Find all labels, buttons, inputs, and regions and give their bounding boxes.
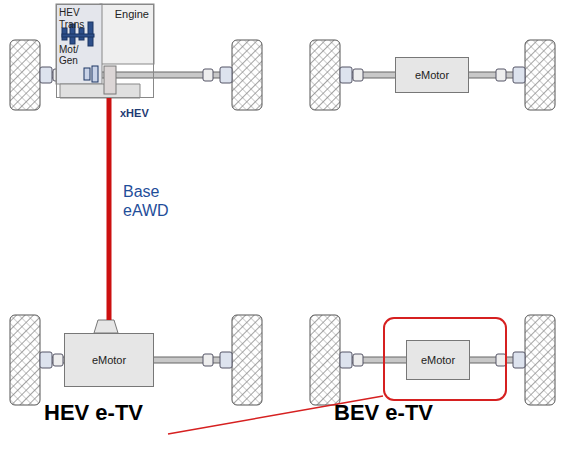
concept-title: HEV e-TV: [44, 400, 143, 426]
tire: [232, 315, 262, 405]
cv-joint: [53, 354, 63, 366]
node-text: Mot/ Gen: [59, 45, 87, 66]
wheel-hub: [40, 352, 52, 368]
drive-label: Base eAWD: [123, 182, 171, 220]
tire-tread: [232, 315, 262, 405]
motor-box: eMotor: [64, 333, 154, 387]
tire-tread: [525, 40, 555, 110]
node-text: eMotor: [92, 354, 126, 367]
sub-unit: Mot/ Gen: [59, 45, 87, 71]
rear-drive-units: [94, 320, 118, 333]
node-text: eMotor: [415, 69, 449, 82]
tire: [310, 40, 340, 110]
tire-tread: [10, 315, 40, 405]
tire-tread: [10, 40, 40, 110]
wheel-hub: [40, 67, 52, 83]
node-text: HEV Trans: [59, 7, 103, 30]
drive-shaft: [107, 98, 112, 320]
system-tag: xHEV: [120, 107, 149, 120]
engine-housing: [56, 4, 154, 98]
tire: [232, 40, 262, 110]
node-text: eMotor: [421, 354, 455, 367]
wheel-hub: [220, 67, 232, 83]
engine-housing-box: EngineHEV TransMot/ Gen: [56, 4, 154, 98]
motor-box: eMotor: [406, 340, 470, 380]
wheel-set: [10, 40, 555, 405]
cv-joint: [203, 69, 213, 81]
wheel-hub: [340, 352, 352, 368]
tire-tread: [525, 315, 555, 405]
cv-joint: [203, 354, 213, 366]
tire-tread: [232, 40, 262, 110]
motor-box: eMotor: [395, 57, 469, 93]
wheel-hub: [340, 67, 352, 83]
wheel-hub: [513, 352, 525, 368]
highlight-frame: [384, 318, 506, 400]
tire: [525, 315, 555, 405]
tire: [10, 315, 40, 405]
cv-joint: [353, 354, 363, 366]
wheel-hub: [513, 67, 525, 83]
cv-joint: [496, 354, 506, 366]
tire: [10, 40, 40, 110]
sub-unit: HEV Trans: [59, 7, 103, 23]
tire: [525, 40, 555, 110]
cv-joint: [353, 69, 363, 81]
cv-joint: [496, 69, 506, 81]
concept-title: BEV e-TV: [334, 400, 433, 426]
tire-tread: [310, 40, 340, 110]
tire-tread: [310, 315, 340, 405]
tire: [310, 315, 340, 405]
wheel-hub: [220, 352, 232, 368]
